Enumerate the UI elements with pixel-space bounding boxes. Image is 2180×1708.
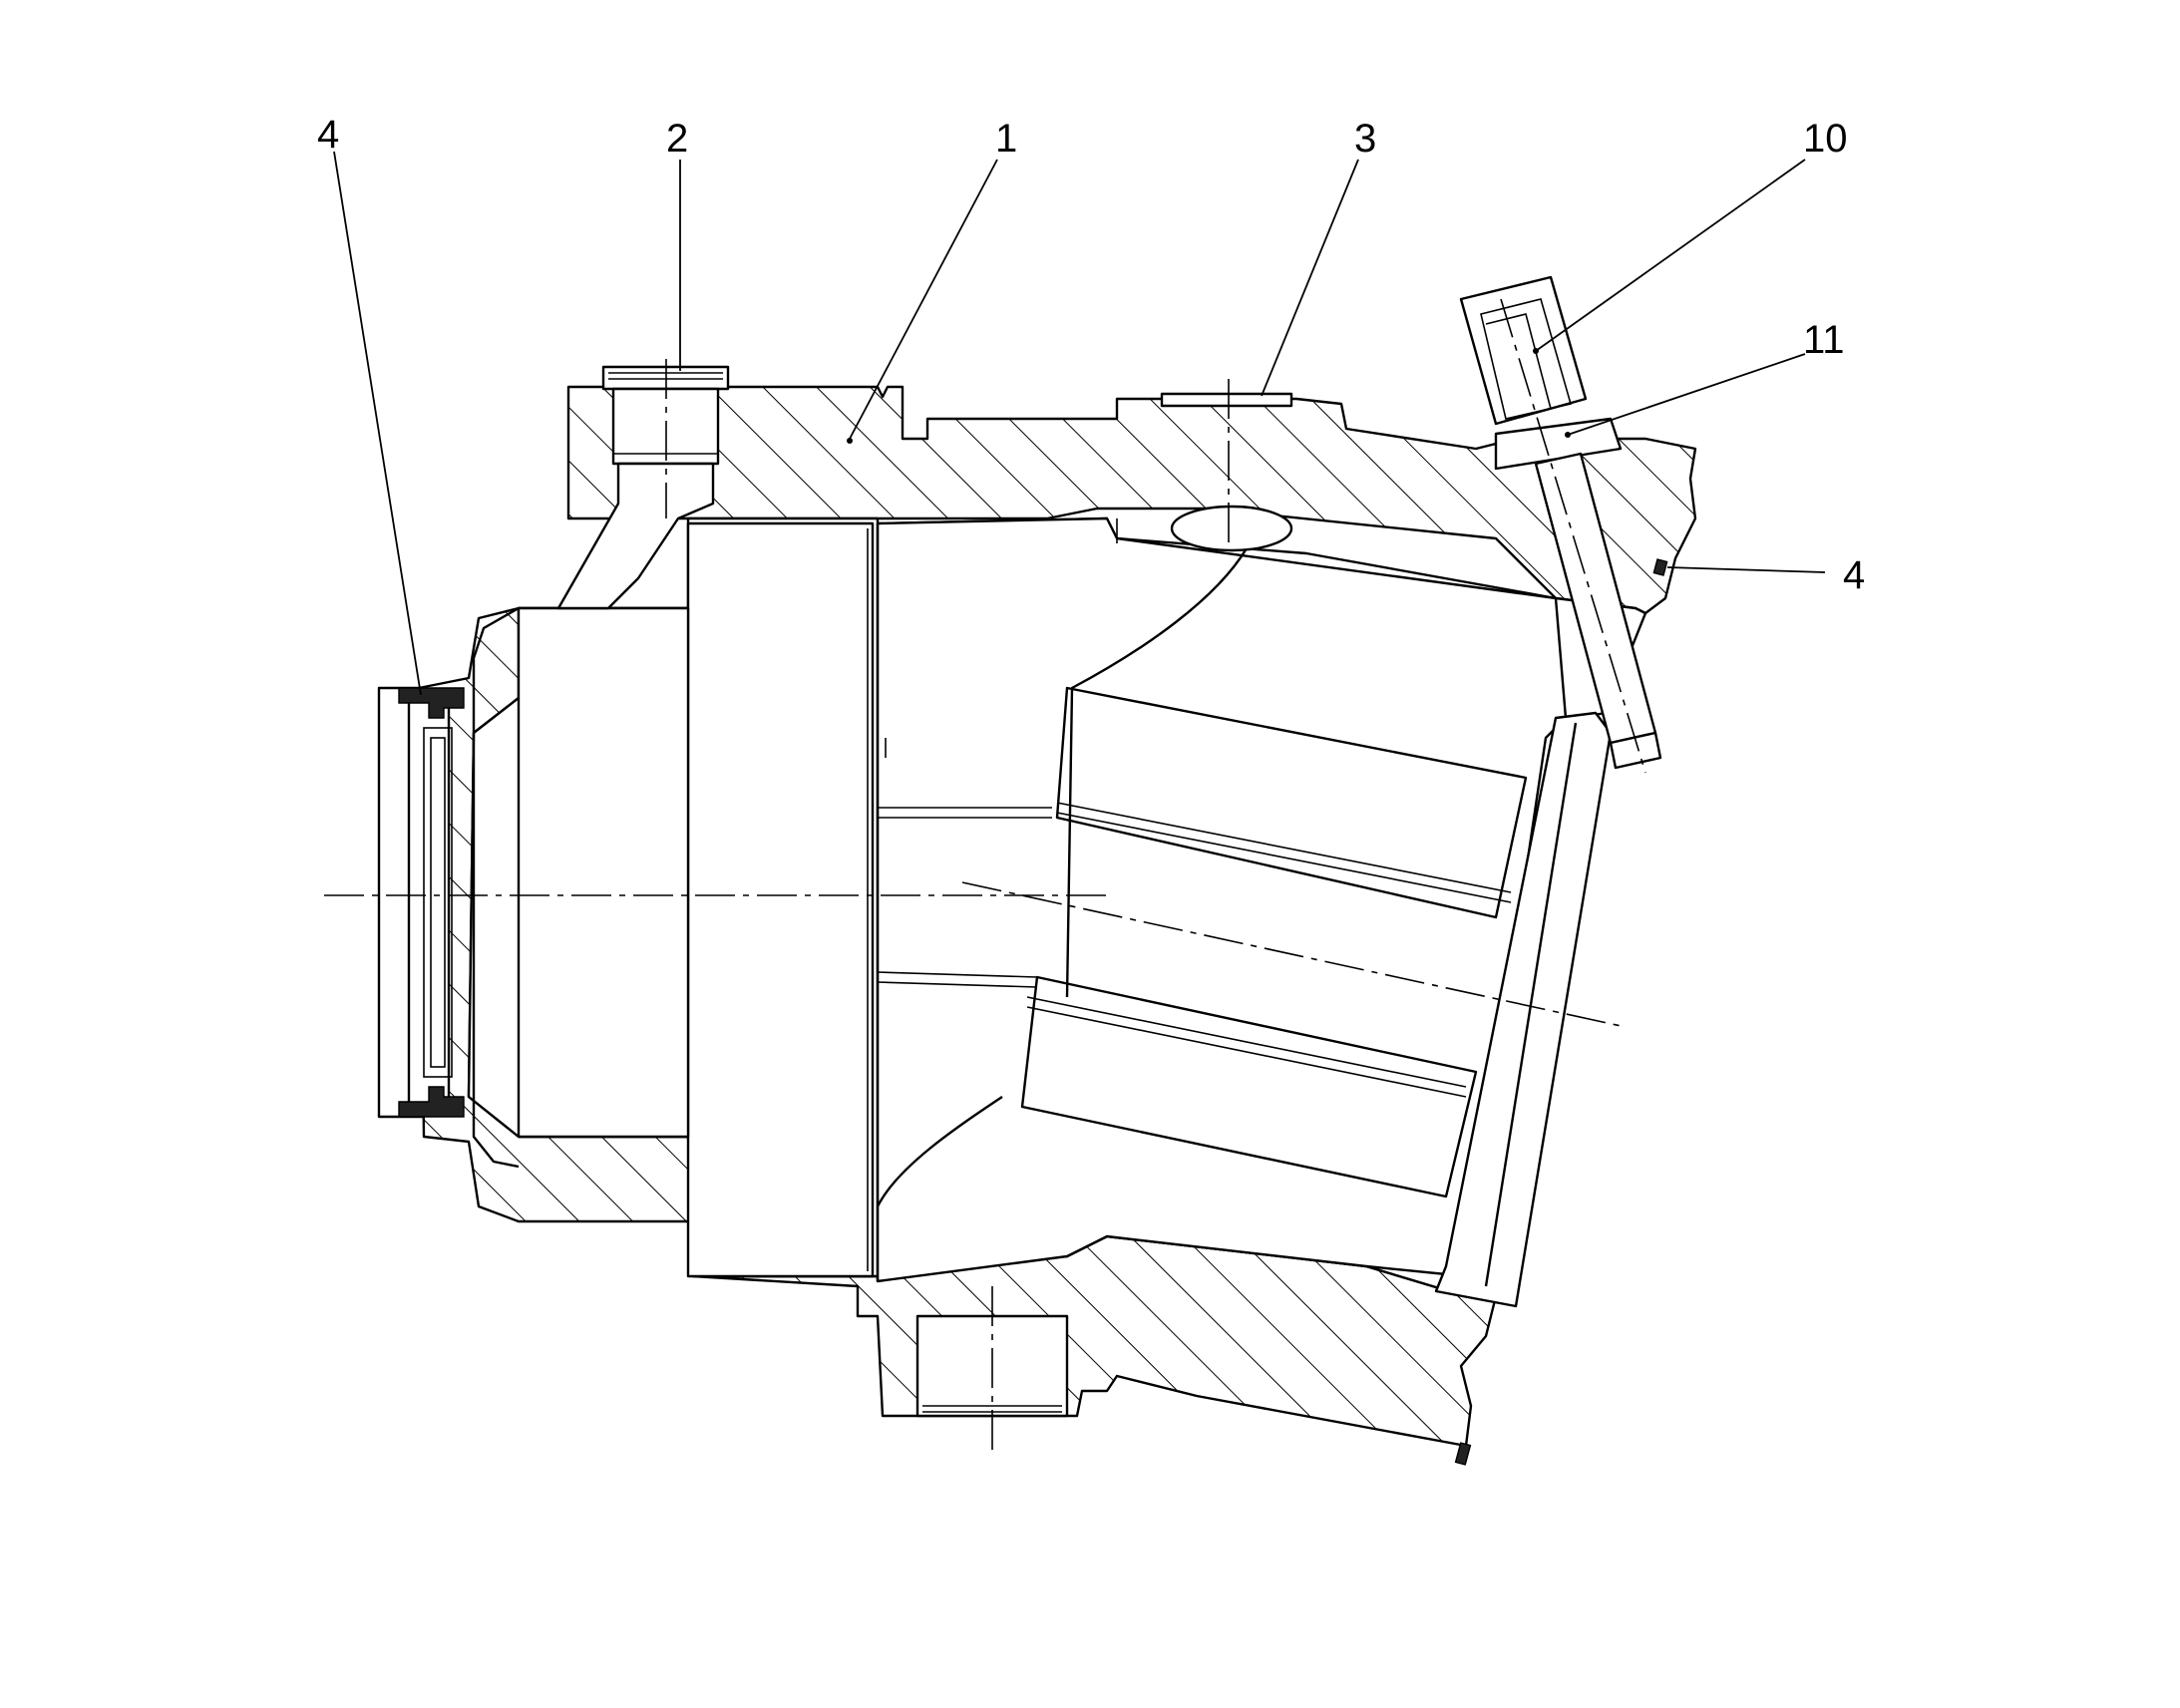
- leader-11: [1567, 353, 1806, 436]
- leader-10-dot: [1533, 348, 1539, 354]
- block-body: [876, 516, 1568, 1283]
- port-cap: [1160, 392, 1293, 408]
- callout-2: 2: [666, 117, 688, 161]
- sensor-axis: [1500, 298, 1646, 774]
- leader-3: [1261, 159, 1359, 397]
- piston-bore-upper: [1055, 686, 1528, 919]
- front-bores: [472, 521, 875, 1278]
- top-port: [1160, 392, 1293, 552]
- callout-11: 11: [1803, 318, 1845, 362]
- port-plate: [1434, 711, 1613, 1308]
- center-lines: [324, 298, 1646, 1456]
- leader-10: [1535, 159, 1806, 352]
- port-opening: [1170, 505, 1293, 552]
- callout-4-right: 4: [1843, 553, 1865, 597]
- cylinder-block: [876, 516, 1568, 1283]
- block-axis: [961, 881, 1627, 1028]
- leader-11-dot: [1565, 432, 1571, 438]
- sensor-nut: [1494, 417, 1623, 471]
- block-upper-cut: [1065, 547, 1249, 998]
- block-lower-cut: [876, 1096, 1003, 1207]
- leader-1: [849, 159, 998, 440]
- sensor-connector: [1459, 275, 1588, 426]
- plug-port-channel: [556, 462, 715, 610]
- seal-mark-bottom: [1454, 1442, 1472, 1466]
- piston-bore-lower: [1020, 975, 1478, 1198]
- callout-10: 10: [1803, 117, 1848, 161]
- callout-1: 1: [995, 117, 1017, 161]
- end-cover: [1434, 711, 1613, 1308]
- callout-3: 3: [1354, 117, 1376, 161]
- leader-4a: [333, 151, 422, 696]
- leader-lines: [333, 151, 1826, 696]
- seal-ring-inner: [407, 696, 451, 1109]
- callout-4-left: 4: [317, 113, 339, 157]
- bore-large: [686, 521, 875, 1278]
- seal-lip-bottom: [398, 1086, 465, 1118]
- sensor-tip: [1609, 731, 1662, 770]
- bore-medium: [517, 606, 690, 1139]
- shaft-seal: [377, 686, 465, 1119]
- leader-1-dot: [847, 438, 853, 444]
- seal-mark-right: [1652, 558, 1668, 576]
- callout-labels: 4 2 1 3 10 11 4: [317, 113, 1865, 597]
- speed-sensor: [1459, 275, 1662, 770]
- seal-lip-top: [398, 687, 465, 719]
- leader-4b: [1666, 566, 1826, 573]
- bore-step-outline: [472, 606, 520, 1169]
